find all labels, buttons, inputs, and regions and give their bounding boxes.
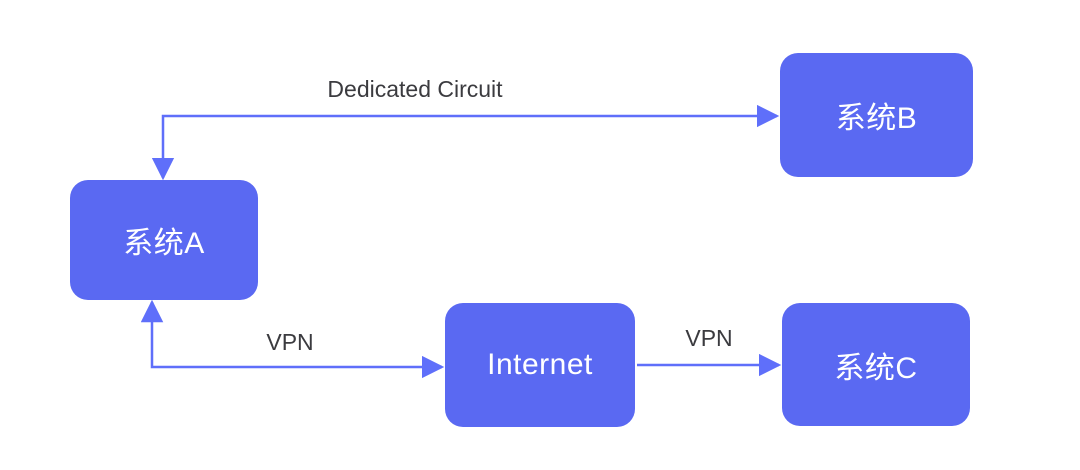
node-internet-label: Internet xyxy=(487,348,593,381)
node-system-c-label: 系统C xyxy=(834,351,918,385)
connector-a-internet xyxy=(140,299,445,379)
node-system-b-label: 系统B xyxy=(835,102,918,135)
node-system-a-label: 系统A xyxy=(123,227,205,260)
connector-a-b xyxy=(151,104,780,181)
node-system-a: 系统A xyxy=(70,180,258,300)
edge-label-vpn-a-internet: VPN xyxy=(266,329,314,355)
node-system-c: 系统C xyxy=(782,303,970,426)
edge-label-dedicated-circuit: Dedicated Circuit xyxy=(327,76,503,102)
node-internet: Internet xyxy=(445,303,635,427)
edge-label-vpn-internet-c: VPN xyxy=(685,325,733,351)
node-system-b: 系统B xyxy=(780,53,973,177)
